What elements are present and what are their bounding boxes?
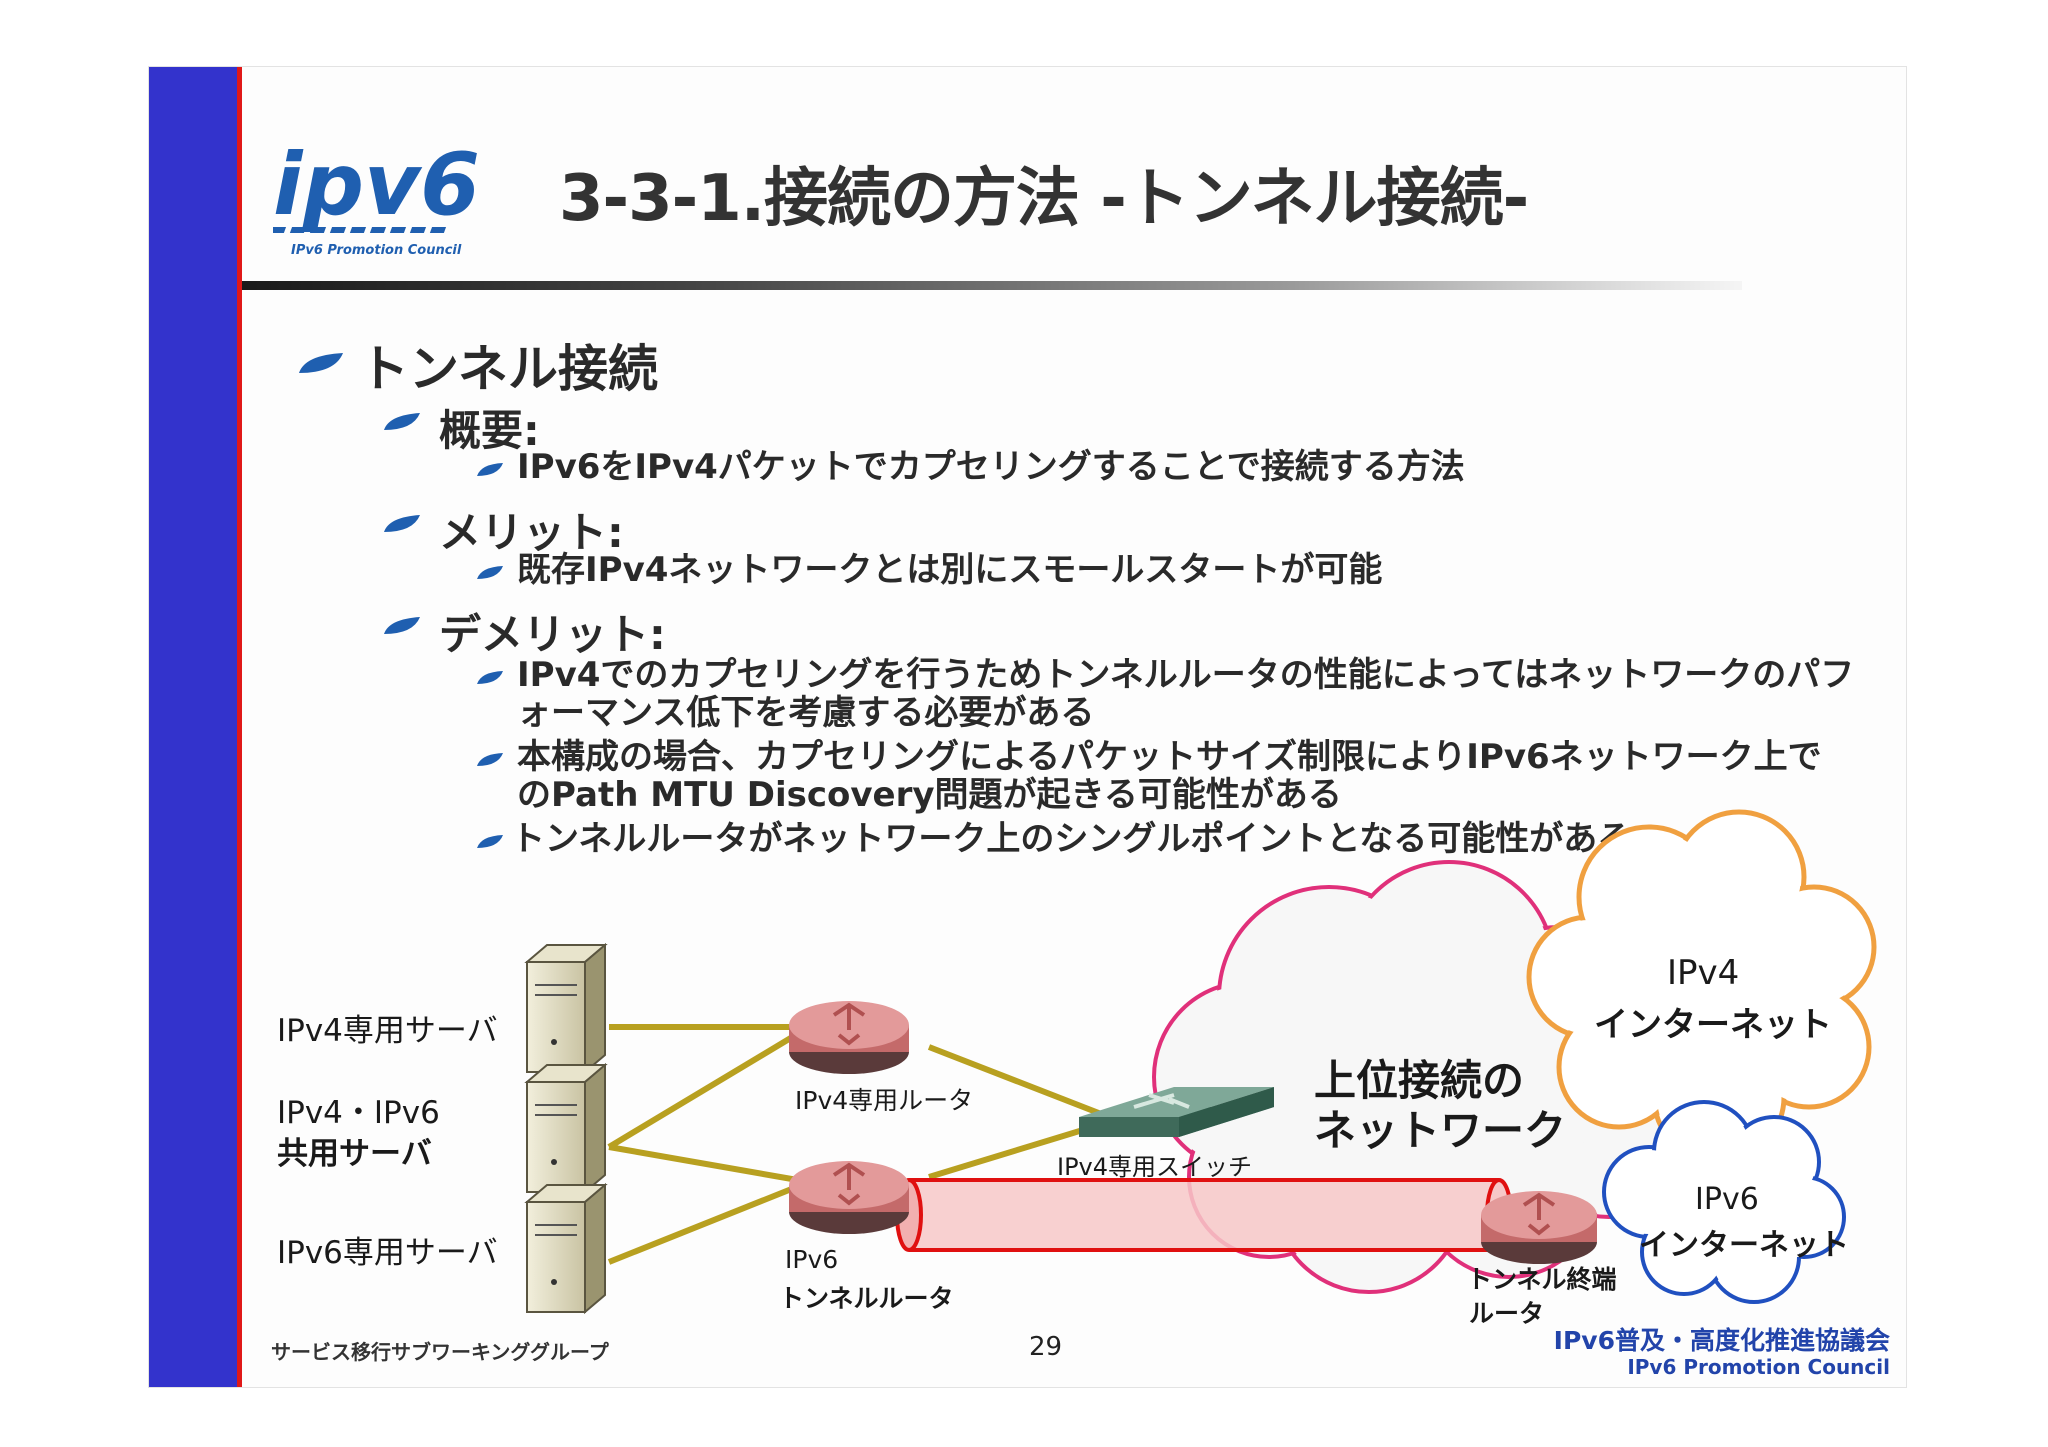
slide-title: 3-3-1.接続の方法 -トンネル接続- <box>559 162 1529 236</box>
label-upper-network-line2: ネットワーク <box>1314 1106 1567 1155</box>
leaf-bullet-icon <box>477 835 503 848</box>
server-ipv6-icon <box>524 1182 608 1315</box>
label-ipv6-internet-line1: IPv6 <box>1695 1182 1759 1217</box>
bullet-demerit-1-line2: ォーマンス低下を考慮する必要がある <box>517 693 1095 733</box>
bullet-demerit-3: トンネルルータがネットワーク上のシングルポイントとなる可能性がある <box>511 819 1632 859</box>
router-ipv4-icon <box>789 1001 909 1074</box>
tunnel-tube <box>895 1178 1513 1252</box>
label-tunnel-termination-line1: トンネル終端 <box>1467 1265 1617 1294</box>
slide: ipv6 IPv6 Promotion Council 3-3-1.接続の方法 … <box>148 66 1907 1388</box>
footer-org-en: IPv6 Promotion Council <box>1627 1355 1890 1379</box>
label-router-ipv6-line1: IPv6 <box>785 1245 839 1274</box>
leaf-bullet-icon <box>384 617 420 634</box>
leaf-bullet-icon <box>384 515 420 532</box>
title-divider <box>242 281 1742 290</box>
bullet-merit-label: メリット: <box>439 508 624 557</box>
bullet-tunnel-connection: トンネル接続 <box>359 340 658 398</box>
leaf-bullet-icon <box>477 753 503 766</box>
server-dual-icon <box>524 1062 608 1195</box>
leaf-bullet-icon <box>477 463 503 476</box>
bullet-overview-label: 概要: <box>439 406 540 455</box>
footer-org-jp: IPv6普及・高度化推進協議会 <box>1553 1326 1890 1355</box>
bullet-overview-text: IPv6をIPv4パケットでカプセリングすることで接続する方法 <box>517 447 1465 487</box>
label-server-ipv4: IPv4専用サーバ <box>277 1013 498 1049</box>
leaf-bullet-icon <box>477 671 503 684</box>
label-ipv6-internet-line2: インターネット <box>1639 1228 1849 1263</box>
left-accent-bar <box>149 67 237 1387</box>
bullet-demerit-2-line2: のPath MTU Discovery問題が起きる可能性がある <box>517 775 1342 815</box>
left-red-line <box>237 67 242 1387</box>
bullet-demerit-2-line1: 本構成の場合、カプセリングによるパケットサイズ制限によりIPv6ネットワーク上で <box>517 737 1822 777</box>
footer-group-name: サービス移行サブワーキンググループ <box>271 1340 609 1364</box>
leaf-bullet-icon <box>299 353 343 373</box>
bullet-demerit-label: デメリット: <box>439 610 666 659</box>
leaf-bullet-icon <box>384 413 420 430</box>
label-server-ipv6: IPv6専用サーバ <box>277 1235 498 1271</box>
network-links <box>607 1024 1111 1265</box>
router-tunnel-termination-icon <box>1481 1191 1597 1264</box>
page-number: 29 <box>1029 1332 1063 1362</box>
bullet-merit-text: 既存IPv4ネットワークとは別にスモールスタートが可能 <box>517 550 1383 590</box>
label-ipv4-internet-line1: IPv4 <box>1667 953 1740 993</box>
label-ipv4-internet-line2: インターネット <box>1594 1005 1832 1045</box>
label-server-dual-line2: 共用サーバ <box>277 1136 432 1172</box>
leaf-bullet-icon <box>477 566 503 579</box>
label-upper-network-line1: 上位接続の <box>1314 1056 1525 1105</box>
logo-tagline: IPv6 Promotion Council <box>291 243 462 258</box>
ipv6-logo: ipv6 IPv6 Promotion Council <box>269 135 513 262</box>
label-server-dual-line1: IPv4・IPv6 <box>277 1095 440 1131</box>
logo-mark: ipv6 <box>273 142 480 235</box>
network-diagram <box>524 809 1877 1315</box>
bullet-demerit-1-line1: IPv4でのカプセリングを行うためトンネルルータの性能によってはネットワークのパ… <box>517 655 1855 695</box>
router-ipv6-tunnel-icon <box>789 1161 909 1234</box>
label-tunnel-termination-line2: ルータ <box>1469 1299 1545 1328</box>
label-router-ipv4: IPv4専用ルータ <box>795 1086 974 1115</box>
label-router-ipv6-line2: トンネルルータ <box>779 1284 954 1313</box>
server-ipv4-icon <box>524 942 608 1075</box>
switch-ipv4-icon <box>1079 1087 1274 1137</box>
label-switch-ipv4: IPv4専用スイッチ <box>1057 1153 1253 1181</box>
